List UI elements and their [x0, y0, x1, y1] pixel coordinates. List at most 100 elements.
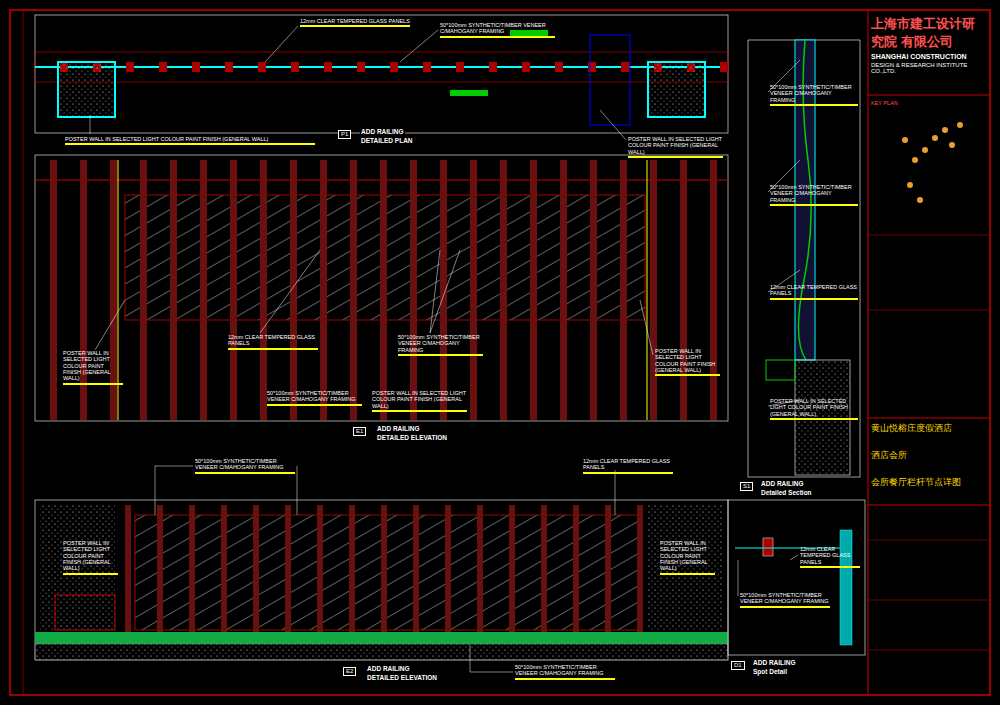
railing-post — [489, 62, 497, 72]
railing-post — [621, 62, 629, 72]
railing-post — [50, 160, 57, 420]
railing-post — [522, 62, 530, 72]
railing-post — [317, 505, 323, 632]
railing-post — [650, 160, 657, 420]
railing-post — [500, 160, 507, 420]
title-text: 酒店会所 — [871, 450, 987, 462]
railing-post — [200, 160, 207, 420]
railing-post — [423, 62, 431, 72]
railing-post — [620, 160, 627, 420]
railing-post — [410, 160, 417, 420]
view-title: ADD RAILING — [366, 665, 411, 672]
view-title: ADD RAILING — [360, 128, 405, 135]
view-title: DETAILED PLAN — [360, 137, 414, 144]
title-text: DESIGN & RESEARCH INSTITUTE CO.,LTD. — [871, 62, 987, 74]
railing-post — [530, 160, 537, 420]
railing-post — [230, 160, 237, 420]
note-text: 50*100mm SYNTHETIC/TIMBER VENEER C/MAHOG… — [740, 592, 830, 608]
note-text: 12mm CLEAR TEMPERED GLASS PANELS — [228, 334, 318, 350]
railing-post — [445, 505, 451, 632]
railing-post — [573, 505, 579, 632]
railing-post — [555, 62, 563, 72]
railing-post — [710, 160, 717, 420]
railing-post — [357, 62, 365, 72]
railing-post — [350, 160, 357, 420]
railing-post — [126, 62, 134, 72]
railing-post — [390, 62, 398, 72]
railing-post — [157, 505, 163, 632]
view-number: D1 — [731, 661, 745, 670]
view-title: DETAILED ELEVATION — [376, 434, 448, 441]
note-text: POSTER WALL IN SELECTED LIGHT COLOUR PAI… — [63, 350, 123, 385]
note-text: POSTER WALL IN SELECTED LIGHT COLOUR PAI… — [63, 540, 118, 575]
view-title: Detailed Section — [760, 489, 813, 496]
drawing-title-box: 会所餐厅栏杆节点详图 — [868, 474, 990, 494]
note-text: 50*100mm SYNTHETIC/TIMBER VENEER C/MAHOG… — [770, 184, 858, 206]
view-title: ADD RAILING — [376, 425, 421, 432]
railing-post — [170, 160, 177, 420]
note-text: 12mm CLEAR TEMPERED GLASS PANELS — [300, 18, 410, 27]
note-text: POSTER WALL IN SELECTED LIGHT COLOUR PAI… — [628, 136, 723, 158]
railing-post — [380, 160, 387, 420]
railing-post — [381, 505, 387, 632]
railing-post — [440, 160, 447, 420]
note-text: POSTER WALL IN SELECTED LIGHT COLOUR PAI… — [770, 398, 858, 420]
view-number: E1 — [353, 427, 366, 436]
railing-post — [221, 505, 227, 632]
view-number: E2 — [343, 667, 356, 676]
railing-post — [588, 62, 596, 72]
railing-post — [189, 505, 195, 632]
railing-post — [258, 62, 266, 72]
railing-post — [477, 505, 483, 632]
railing-post — [192, 62, 200, 72]
view-title: Spot Detail — [752, 668, 788, 675]
area-box: 酒店会所 — [868, 447, 990, 467]
note-text: POSTER WALL IN SELECTED LIGHT COLOUR PAI… — [372, 390, 467, 412]
railing-post — [349, 505, 355, 632]
railing-post — [509, 505, 515, 632]
railing-post — [253, 505, 259, 632]
railing-post — [541, 505, 547, 632]
railing-post — [413, 505, 419, 632]
railing-post — [260, 160, 267, 420]
railing-post — [324, 62, 332, 72]
note-text: 50*100mm SYNTHETIC/TIMBER VENEER C/MAHOG… — [440, 22, 555, 38]
key-plan-label: KEY PLAN — [871, 100, 898, 106]
view-title: ADD RAILING — [760, 480, 805, 487]
note-text: 12mm CLEAR TEMPERED GLASS PANELS — [583, 458, 673, 474]
railing-post — [470, 160, 477, 420]
note-text: POSTER WALL IN SELECTED LIGHT COLOUR PAI… — [65, 136, 315, 145]
project-box: 黄山悦榕庄度假酒店 — [868, 420, 990, 440]
note-text: 50*100mm SYNTHETIC/TIMBER VENEER C/MAHOG… — [398, 334, 483, 356]
railing-post — [320, 160, 327, 420]
note-text: 12mm CLEAR TEMPERED GLASS PANELS — [770, 284, 858, 300]
railing-post — [291, 62, 299, 72]
title-text: 会所餐厅栏杆节点详图 — [871, 477, 987, 489]
railing-post — [560, 160, 567, 420]
railing-post — [159, 62, 167, 72]
railing-post — [80, 160, 87, 420]
note-text: POSTER WALL IN SELECTED LIGHT COLOUR PAI… — [660, 540, 715, 575]
railing-post — [637, 505, 643, 632]
view-number: P1 — [338, 130, 351, 139]
title-text: 上海市建工设计研究院 有限公司 — [871, 15, 987, 51]
railing-post — [225, 62, 233, 72]
view-title: ADD RAILING — [752, 659, 797, 666]
railing-post — [720, 62, 728, 72]
note-text: 50*100mm SYNTHETIC/TIMBER VENEER C/MAHOG… — [267, 390, 362, 406]
title-text: SHANGHAI CONSTRUCTION — [871, 53, 987, 60]
title-text: 黄山悦榕庄度假酒店 — [871, 423, 987, 435]
railing-post — [590, 160, 597, 420]
company-box: 上海市建工设计研究院 有限公司 SHANGHAI CONSTRUCTION DESI… — [868, 12, 990, 79]
note-text: 50*100mm SYNTHETIC/TIMBER VENEER C/MAHOG… — [515, 664, 615, 680]
note-text: 12mm CLEAR TEMPERED GLASS PANELS — [800, 546, 860, 568]
note-text: 50*100mm SYNTHETIC/TIMBER VENEER C/MAHOG… — [770, 84, 858, 106]
railing-post — [125, 505, 131, 632]
railing-post — [110, 160, 117, 420]
railing-post — [605, 505, 611, 632]
view-title: DETAILED ELEVATION — [366, 674, 438, 681]
railing-post — [285, 505, 291, 632]
railing-post — [140, 160, 147, 420]
view-number: S1 — [740, 482, 753, 491]
note-text: POSTER WALL IN SELECTED LIGHT COLOUR PAI… — [655, 348, 720, 376]
